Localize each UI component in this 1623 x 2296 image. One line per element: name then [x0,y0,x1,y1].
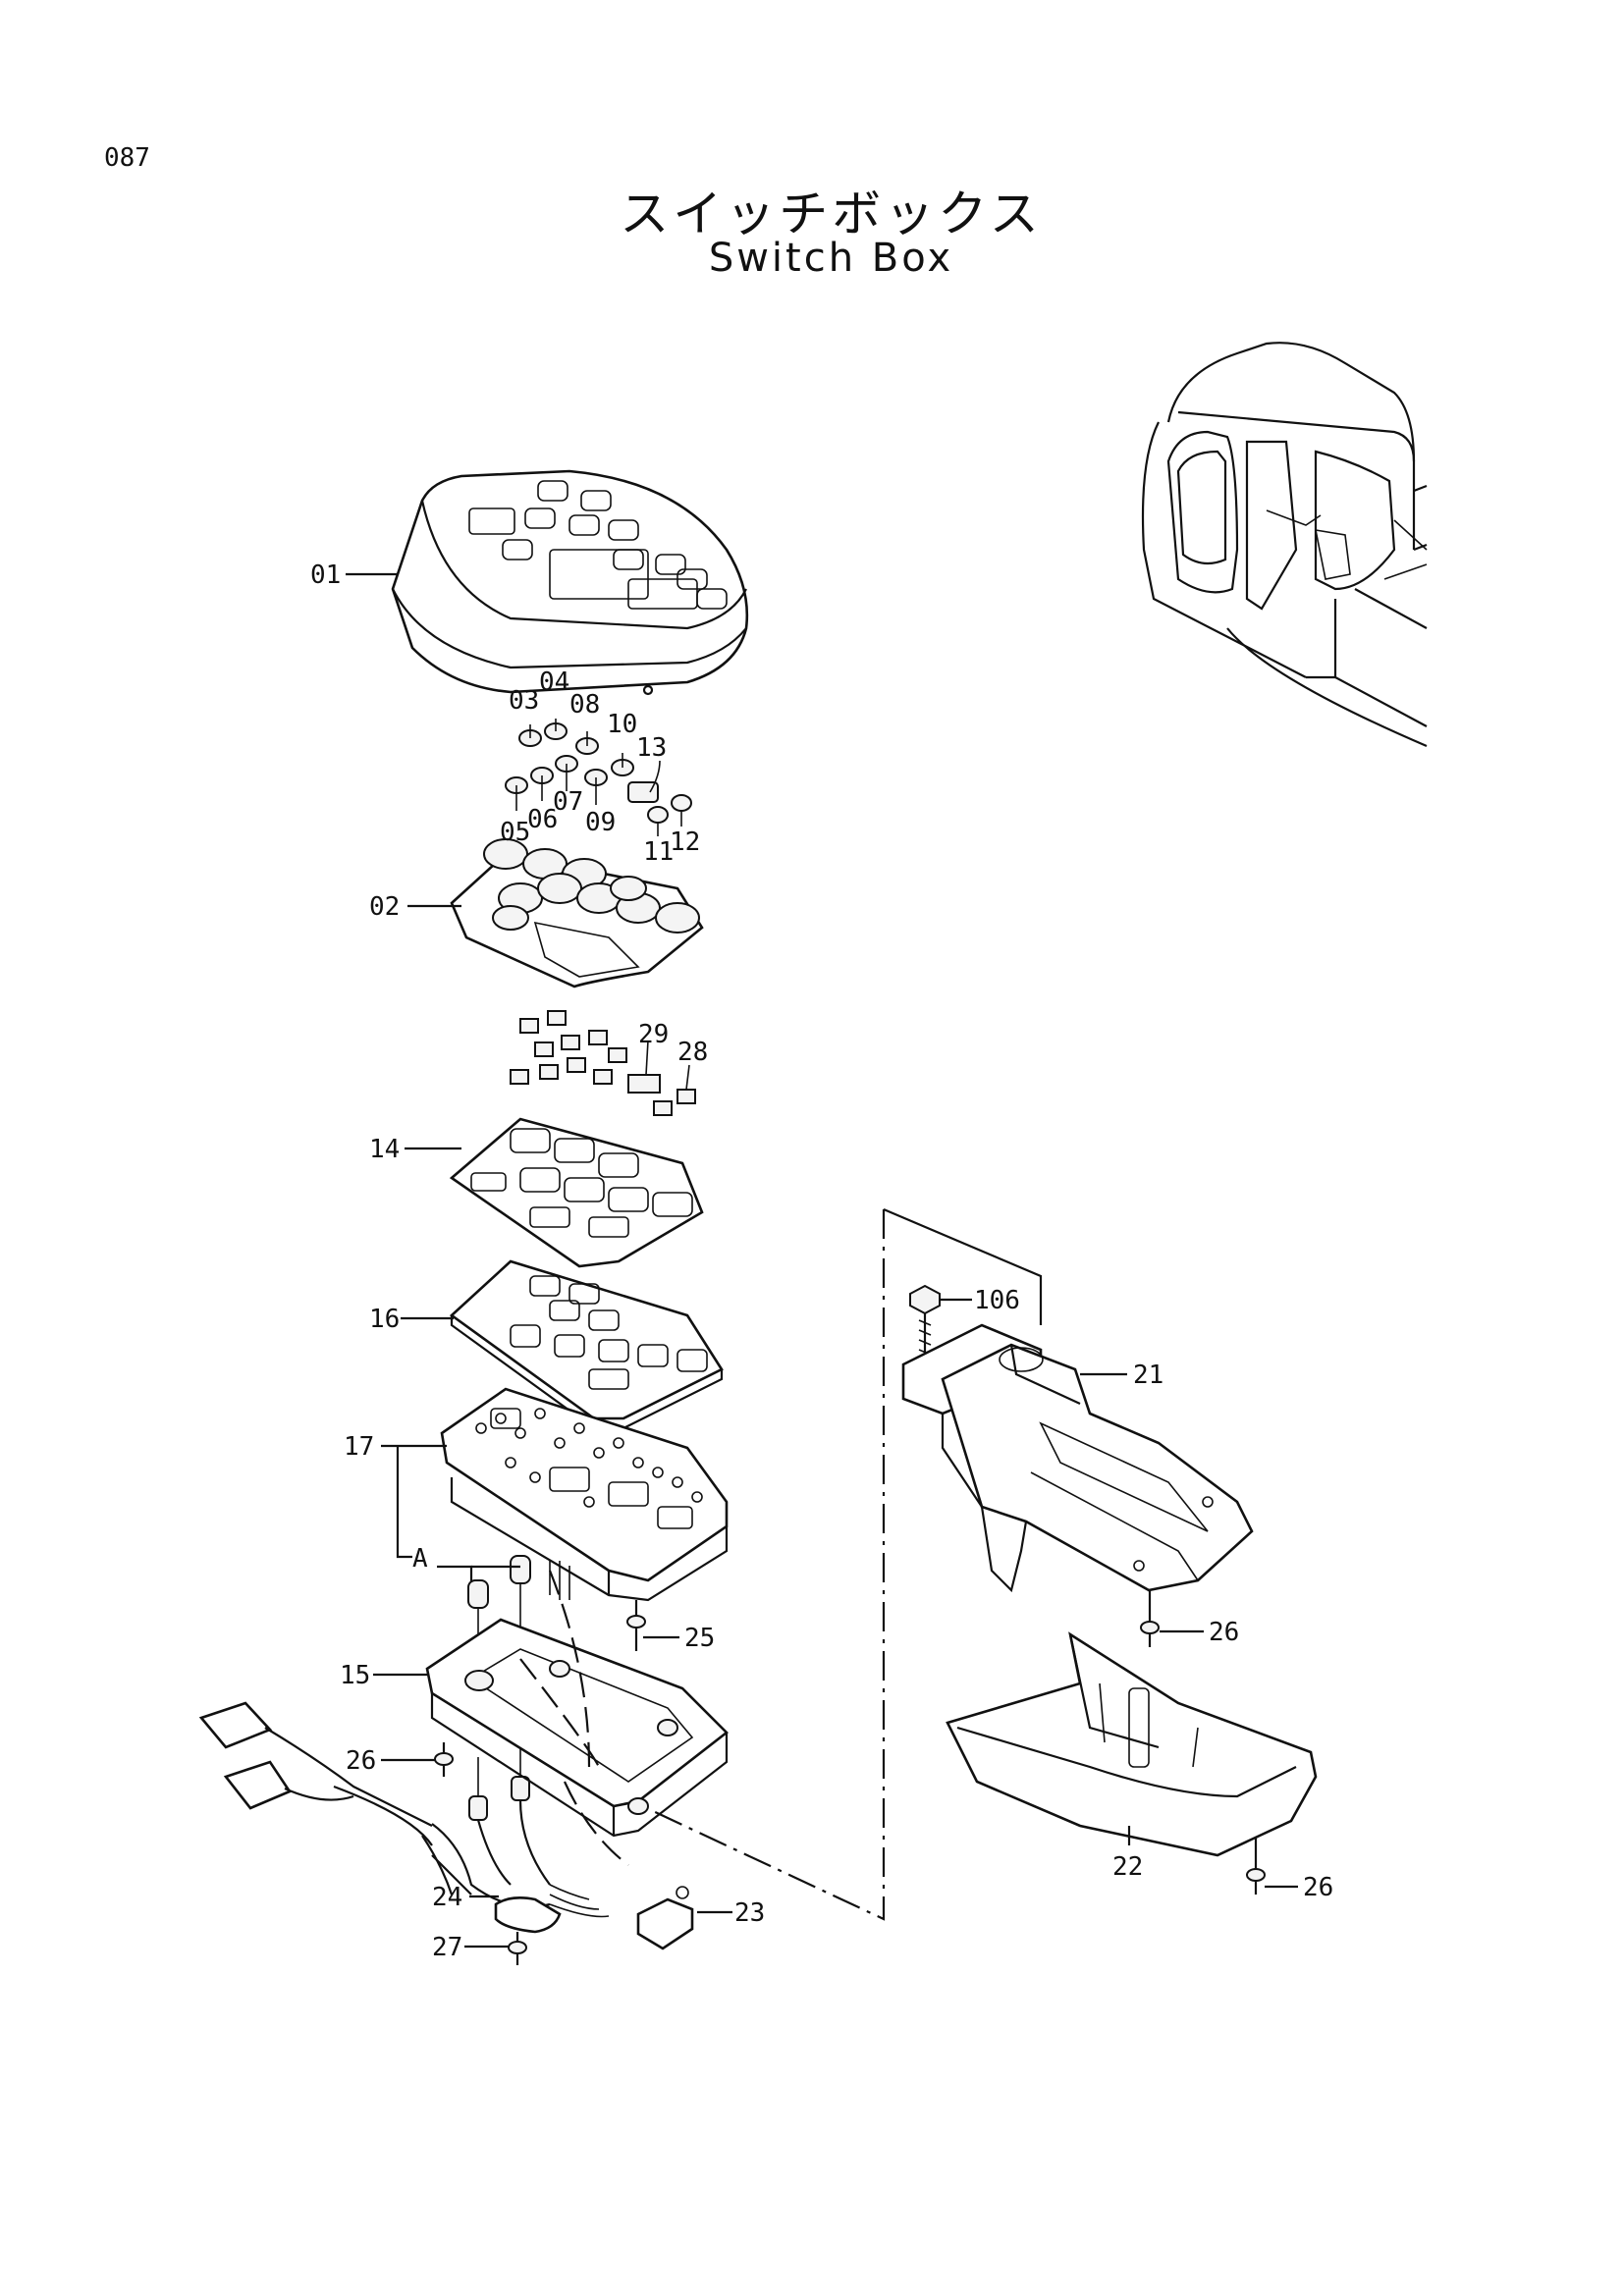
callout-05: 05 [500,818,530,847]
part-21-bracket [901,1323,1254,1593]
callout-02: 02 [369,892,400,922]
callout-15: 15 [340,1661,370,1690]
callout-26-bracket: 26 [1209,1618,1239,1647]
part-14-frame [449,1117,704,1268]
callout-10: 10 [607,710,637,739]
callout-06: 06 [527,805,558,834]
callout-13: 13 [636,733,667,763]
cab-illustration [1141,342,1428,748]
screw-26-bracket [1140,1585,1160,1647]
relation-lines [652,1207,1043,1921]
parts-28-29-pads [510,1010,696,1116]
callout-04: 04 [539,667,569,697]
part-24-harness [198,1701,629,1934]
callout-24: 24 [432,1883,462,1912]
part-15-case [425,1570,729,1838]
part-22-lower-cover [946,1631,1318,1857]
callout-07: 07 [553,787,583,817]
callouts: 01 03 04 08 10 13 07 06 09 05 12 11 02 2… [310,561,1333,1962]
callout-27: 27 [432,1933,462,1962]
part-23-cap [636,1886,694,1950]
switch-knobs [505,719,692,836]
part-02-switch-mat [450,838,704,988]
callout-09: 09 [585,808,616,837]
callout-a: A [412,1544,428,1574]
callout-26-left: 26 [346,1746,376,1776]
title-english: Switch Box [708,236,954,281]
part-17-circuit-board [440,1387,729,1602]
screw-26-left [434,1742,454,1777]
callout-28: 28 [677,1038,708,1067]
callout-26-cover: 26 [1303,1873,1333,1902]
callout-11: 11 [643,837,674,867]
leader-lines [346,572,1298,1949]
part-01-cover [391,469,749,696]
screw-27 [508,1932,527,1965]
callout-23: 23 [734,1898,765,1928]
callout-08: 08 [569,690,600,720]
screw-25 [626,1600,646,1651]
callout-25: 25 [684,1624,715,1653]
callout-12: 12 [670,828,700,857]
callout-29: 29 [638,1020,669,1049]
callout-16: 16 [369,1305,400,1334]
callout-03: 03 [509,686,539,716]
screw-26-cover [1246,1836,1266,1895]
callout-14: 14 [369,1135,400,1164]
page-number: 087 [104,143,150,173]
title-japanese: スイッチボックス [620,186,1043,242]
callout-01: 01 [310,561,341,590]
callout-17: 17 [344,1432,374,1462]
callout-106: 106 [974,1286,1020,1315]
callout-22: 22 [1112,1852,1143,1882]
fuses-a [467,1555,531,1821]
callout-21: 21 [1133,1361,1163,1390]
